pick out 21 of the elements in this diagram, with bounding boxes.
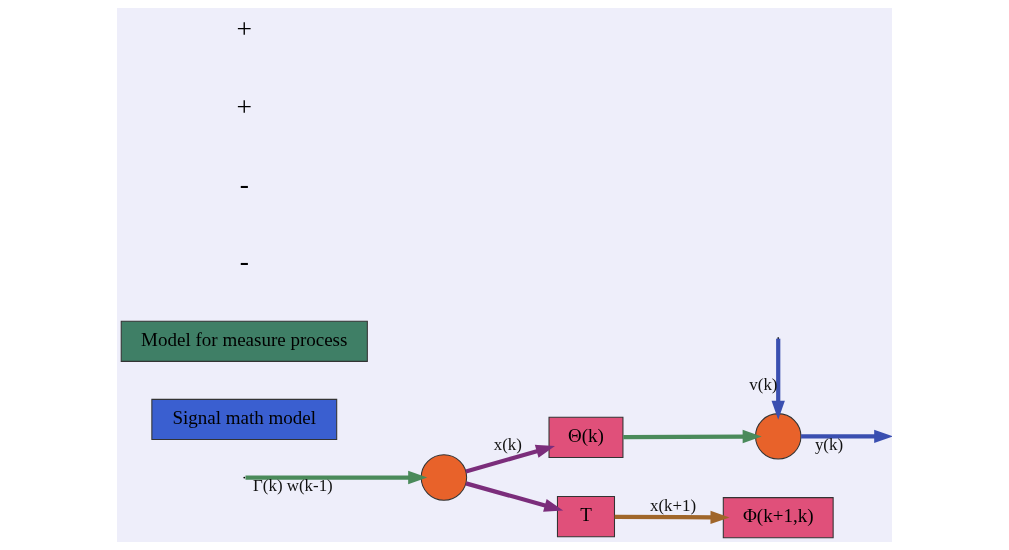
arrow [245,470,428,485]
arrow [465,444,555,474]
edge-label: Γ(k) w(k-1) [253,476,333,496]
edge-label: x(k+1) [650,496,697,516]
node-box: Model for measure process [120,320,368,362]
node-box: Signal math model [151,398,338,441]
node-box: Φ(k+1,k) [722,497,834,539]
label: - [239,168,249,199]
arrow [771,338,785,420]
node-circle [755,413,802,460]
arrow [614,510,730,524]
arrow [623,429,762,444]
edge-label: y(k) [814,434,844,454]
node-box: T [556,496,616,538]
label: + [236,14,253,45]
label: + [236,91,253,122]
edge-label: x(k) [493,434,522,454]
node-circle [420,454,468,501]
label: - [239,245,249,276]
arrow [465,481,564,512]
node-box: Θ(k) [548,416,624,458]
